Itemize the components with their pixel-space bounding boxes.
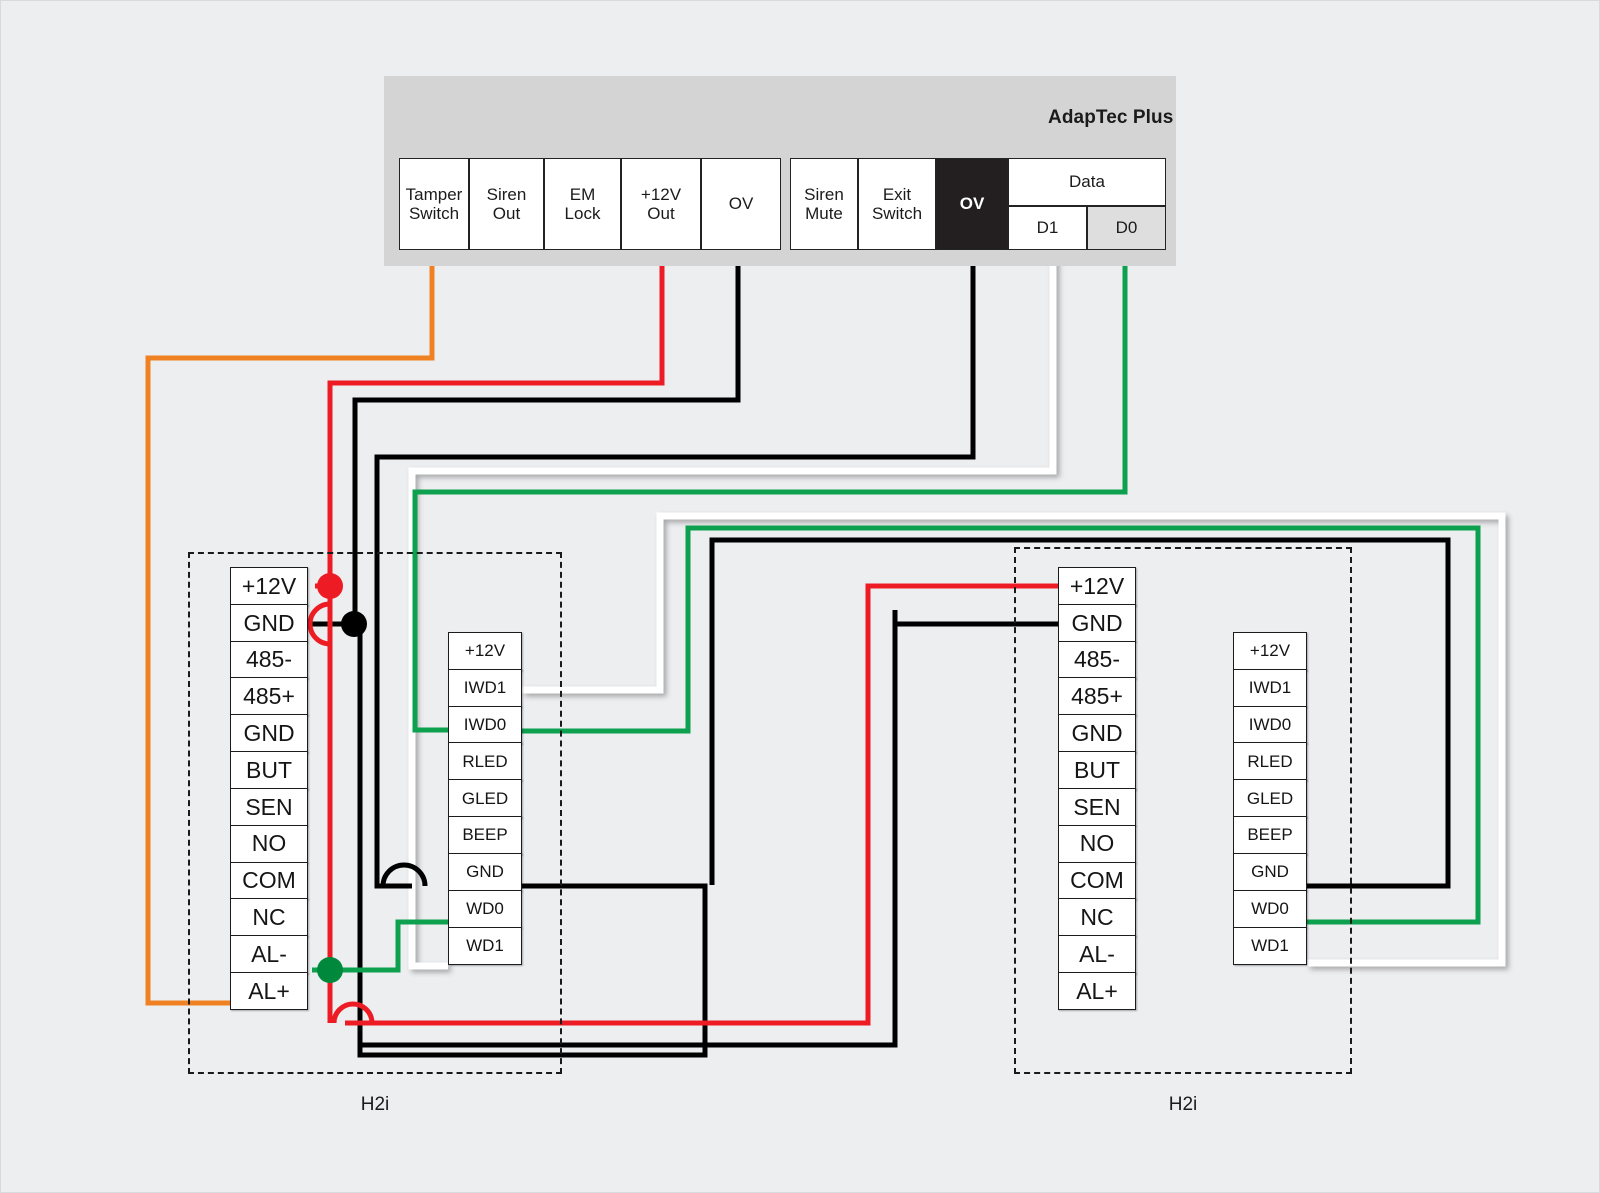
terminal-exit-switch-line2: Switch <box>871 204 923 223</box>
terminal-12v-out-line2: Out <box>647 204 675 223</box>
h2i-right-reader-pin-beep[interactable]: BEEP <box>1233 816 1307 855</box>
terminal-data-header-label: Data <box>1069 172 1105 192</box>
terminal-siren-out-line2: Out <box>492 204 521 223</box>
terminal-siren-mute-line2: Mute <box>805 204 843 223</box>
h2i-left-main-pin-al+[interactable]: AL+ <box>230 971 308 1011</box>
terminal-tamper-switch-line1: Tamper <box>405 184 463 204</box>
h2i-right-main-pin-com[interactable]: COM <box>1058 861 1136 900</box>
wire-red-loop-at-gnd <box>307 601 331 647</box>
h2i-right-main-pin-al+[interactable]: AL+ <box>1058 971 1136 1011</box>
terminal-d0[interactable]: D0 <box>1087 206 1166 250</box>
h2i-left-reader-pin-iwd1[interactable]: IWD1 <box>448 668 522 708</box>
h2i-right-main-pin-but[interactable]: BUT <box>1058 751 1136 790</box>
wire-left-reader-gnd-bus <box>357 630 708 1058</box>
device-label-h2i-right: H2i <box>1168 1094 1198 1115</box>
terminal-data-header: Data <box>1008 158 1166 206</box>
terminal-ov-1-label: OV <box>728 194 754 214</box>
h2i-left-main-pin-+12v[interactable]: +12V <box>230 567 308 606</box>
wire-ov-to-left-gnd <box>308 258 741 627</box>
terminal-siren-out-line1: Siren <box>486 184 527 204</box>
terminal-d1-label: D1 <box>1036 218 1059 238</box>
junction-dot-green-al-minus <box>317 957 343 983</box>
h2i-left-main-pin-sen[interactable]: SEN <box>230 787 308 827</box>
wire-d1-to-left-iwd1 <box>408 258 1057 970</box>
h2i-left-main-pin-nc[interactable]: NC <box>230 898 308 937</box>
h2i-right-reader-pin-iwd1[interactable]: IWD1 <box>1233 668 1307 708</box>
terminal-12v-out-line1: +12V <box>640 184 682 204</box>
wire-right-gnd-feed <box>892 610 1058 627</box>
junction-dot-red-12v <box>317 573 343 599</box>
terminal-tamper-switch-line2: Switch <box>408 204 460 223</box>
h2i-left-main-pin-al-[interactable]: AL- <box>230 935 308 974</box>
h2i-right-main-pin-no[interactable]: NO <box>1058 824 1136 864</box>
h2i-left-reader-pin-wd0[interactable]: WD0 <box>448 889 522 929</box>
h2i-right-main-pin-al-[interactable]: AL- <box>1058 935 1136 974</box>
junction-dot-black-gnd <box>341 611 367 637</box>
wire-left-gnd-to-right-gnd <box>362 610 898 1048</box>
h2i-right-main-pin-+12v[interactable]: +12V <box>1058 567 1136 606</box>
h2i-right-main-pin-gnd[interactable]: GND <box>1058 714 1136 753</box>
h2i-right-reader-pin-wd0[interactable]: WD0 <box>1233 889 1307 929</box>
h2i-right-main-pin-nc[interactable]: NC <box>1058 898 1136 937</box>
wire-hop-red-over-black <box>331 1001 375 1024</box>
h2i-right-reader-pin-wd1[interactable]: WD1 <box>1233 926 1307 965</box>
h2i-left-main-pin-gnd[interactable]: GND <box>230 714 308 753</box>
h2i-left-main-pin-485-[interactable]: 485- <box>230 640 308 680</box>
wire-left-12v-to-right-12v <box>345 583 1058 1026</box>
h2i-left-main-pin-but[interactable]: BUT <box>230 751 308 790</box>
h2i-left-main-pin-485+[interactable]: 485+ <box>230 677 308 716</box>
wire-right-wd1-to-d1 <box>522 512 1506 967</box>
terminal-ov-2-label: OV <box>959 194 985 214</box>
terminal-siren-mute-line1: Siren <box>804 184 844 204</box>
h2i-left-reader-pin-gnd[interactable]: GND <box>448 852 522 892</box>
wire-ov2-to-left-reader-gnd <box>374 258 976 889</box>
terminal-d0-label: D0 <box>1115 218 1138 238</box>
h2i-left-reader-pin-iwd0[interactable]: IWD0 <box>448 705 522 745</box>
h2i-left-main-pin-no[interactable]: NO <box>230 824 308 864</box>
terminal-em-lock-line2: Lock <box>564 204 601 223</box>
wire-d0-to-left-iwd0 <box>412 258 1128 733</box>
terminal-ov-1[interactable]: OV <box>701 158 781 250</box>
h2i-left-main-pin-gnd[interactable]: GND <box>230 603 308 643</box>
h2i-left-reader-pin-gled[interactable]: GLED <box>448 779 522 818</box>
device-label-h2i-left: H2i <box>360 1094 390 1115</box>
h2i-left-reader-pin-wd1[interactable]: WD1 <box>448 926 522 965</box>
panel-title: AdapTec Plus <box>1048 107 1174 128</box>
h2i-left-reader-pin-beep[interactable]: BEEP <box>448 816 522 855</box>
h2i-right-main-pin-sen[interactable]: SEN <box>1058 787 1136 827</box>
wire-right-reader-gnd <box>709 537 1451 889</box>
wire-tamper-to-al-plus <box>145 258 435 1006</box>
wire-right-wd0-to-d0 <box>522 525 1481 925</box>
terminal-ov-2[interactable]: OV <box>936 158 1008 250</box>
h2i-right-reader-pin-rled[interactable]: RLED <box>1233 742 1307 781</box>
h2i-left-reader-pin-+12v[interactable]: +12V <box>448 632 522 671</box>
h2i-left-reader-pin-rled[interactable]: RLED <box>448 742 522 781</box>
terminal-em-lock-line1: EM <box>569 184 596 204</box>
wire-left-al-minus-to-wd0 <box>312 919 448 973</box>
device-outline-h2i-right <box>1014 547 1352 1074</box>
wire-hop-black-over-white <box>380 862 428 887</box>
device-outline-h2i-left <box>188 552 562 1074</box>
h2i-right-main-pin-gnd[interactable]: GND <box>1058 603 1136 643</box>
h2i-right-reader-pin-gnd[interactable]: GND <box>1233 852 1307 892</box>
terminal-d1[interactable]: D1 <box>1008 206 1087 250</box>
terminal-exit-switch-line1: Exit <box>882 184 912 204</box>
h2i-right-main-pin-485-[interactable]: 485- <box>1058 640 1136 680</box>
